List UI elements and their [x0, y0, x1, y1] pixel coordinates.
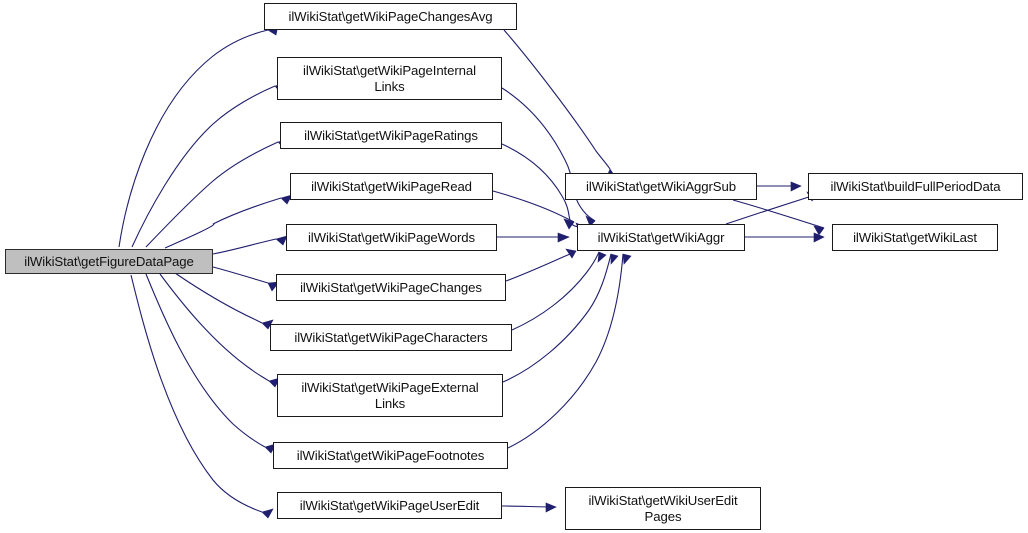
node-getWikiPageInternalLinks[interactable]: ilWikiStat\getWikiPageInternal Links [277, 57, 502, 100]
arrowhead-h-read-aggr [563, 218, 575, 230]
arrowhead-h-useredit [261, 508, 274, 519]
edge-e-characters-aggr [511, 251, 600, 331]
node-getWikiAggrSub[interactable]: ilWikiStat\getWikiAggrSub [565, 173, 757, 200]
edge-e-fdp-characters [174, 272, 263, 324]
edge-e-changesavg-aggrsub [503, 29, 611, 170]
node-getWikiPageChangesAvg[interactable]: ilWikiStat\getWikiPageChangesAvg [264, 3, 517, 30]
node-label-getWikiPageWords: ilWikiStat\getWikiPageWords [307, 229, 476, 245]
node-label-getWikiAggr: ilWikiStat\getWikiAggr [597, 229, 725, 245]
arrowhead-h-words [275, 235, 288, 246]
edge-e-changes-aggr [505, 250, 577, 282]
node-label-getWikiPageChangesAvg: ilWikiStat\getWikiPageChangesAvg [288, 8, 493, 24]
node-getWikiPageUserEdit[interactable]: ilWikiStat\getWikiPageUserEdit [277, 492, 502, 519]
arrowhead-h-changes-aggr [565, 248, 577, 259]
arrowhead-h-aggr-last [813, 232, 825, 243]
edge-e-aggrsub-last [732, 199, 825, 229]
edge-e-internal-aggr [501, 87, 596, 222]
arrowhead-h-characters-aggr [597, 251, 607, 263]
node-label-getWikiPageChanges: ilWikiStat\getWikiPageChanges [300, 279, 482, 295]
edge-e-fdp-changesavg [118, 29, 269, 248]
node-label-getWikiPageCharacters: ilWikiStat\getWikiPageCharacters [294, 329, 488, 345]
node-getWikiPageExternalLinks[interactable]: ilWikiStat\getWikiPageExternal Links [277, 374, 503, 417]
arrowhead-h-useredit-pages [545, 502, 557, 513]
edge-e-footnotes-aggr [507, 253, 624, 449]
node-getWikiPageWords[interactable]: ilWikiStat\getWikiPageWords [286, 224, 497, 251]
node-getWikiLast[interactable]: ilWikiStat\getWikiLast [832, 224, 998, 251]
node-label-getWikiPageUserEdit: ilWikiStat\getWikiPageUserEdit [299, 497, 480, 513]
arrowhead-h-external-aggr [610, 253, 619, 265]
arrowhead-h-words-aggr [557, 232, 570, 243]
edge-e-fdp-footnotes [145, 273, 266, 448]
node-getWikiUserEditPages[interactable]: ilWikiStat\getWikiUserEdit Pages [565, 487, 761, 530]
node-label-buildFullPeriodData: ilWikiStat\buildFullPeriodData [830, 178, 1001, 194]
node-getWikiPageCharacters[interactable]: ilWikiStat\getWikiPageCharacters [270, 324, 512, 351]
node-label-getWikiPageInternalLinks: ilWikiStat\getWikiPageInternal Links [303, 63, 476, 94]
arrowhead-h-internal-aggr [585, 215, 596, 227]
node-getFigureDataPage[interactable]: ilWikiStat\getFigureDataPage [5, 249, 213, 274]
node-label-getWikiPageExternalLinks: ilWikiStat\getWikiPageExternal Links [301, 380, 479, 411]
arrowhead-h-aggrsub-last [813, 225, 825, 236]
edge-e-fdp-changes [212, 266, 269, 284]
node-label-getWikiPageRead: ilWikiStat\getWikiPageRead [311, 178, 472, 194]
edge-e-external-aggr [502, 253, 612, 383]
node-label-getWikiAggrSub: ilWikiStat\getWikiAggrSub [586, 178, 736, 194]
node-label-getFigureDataPage: ilWikiStat\getFigureDataPage [24, 253, 194, 269]
node-label-getWikiUserEditPages: ilWikiStat\getWikiUserEdit Pages [588, 493, 738, 524]
node-getWikiPageRead[interactable]: ilWikiStat\getWikiPageRead [290, 173, 493, 200]
arrowhead-h-read [280, 194, 293, 205]
edge-e-fdp-read [164, 197, 282, 249]
edge-e-fdp-useredit [130, 274, 263, 513]
edge-e-fdp-words [212, 238, 277, 255]
node-label-getWikiLast: ilWikiStat\getWikiLast [853, 229, 977, 245]
node-buildFullPeriodData[interactable]: ilWikiStat\buildFullPeriodData [808, 173, 1023, 200]
node-getWikiPageFootnotes[interactable]: ilWikiStat\getWikiPageFootnotes [273, 442, 508, 469]
node-label-getWikiPageRatings: ilWikiStat\getWikiPageRatings [304, 127, 478, 143]
node-getWikiPageChanges[interactable]: ilWikiStat\getWikiPageChanges [276, 274, 506, 301]
edge-e-fdp-external [159, 273, 270, 382]
arrowhead-h-aggrsub-bfpd [790, 181, 802, 192]
edge-e-read-aggr [492, 190, 575, 223]
edge-paths-layer [118, 29, 825, 513]
edge-e-fdp-internal [131, 85, 276, 248]
node-label-getWikiPageFootnotes: ilWikiStat\getWikiPageFootnotes [296, 447, 485, 463]
edge-e-fdp-ratings [145, 141, 279, 248]
node-getWikiPageRatings[interactable]: ilWikiStat\getWikiPageRatings [280, 122, 502, 149]
arrowhead-h-footnotes-aggr [622, 253, 632, 265]
node-getWikiAggr[interactable]: ilWikiStat\getWikiAggr [577, 224, 745, 251]
